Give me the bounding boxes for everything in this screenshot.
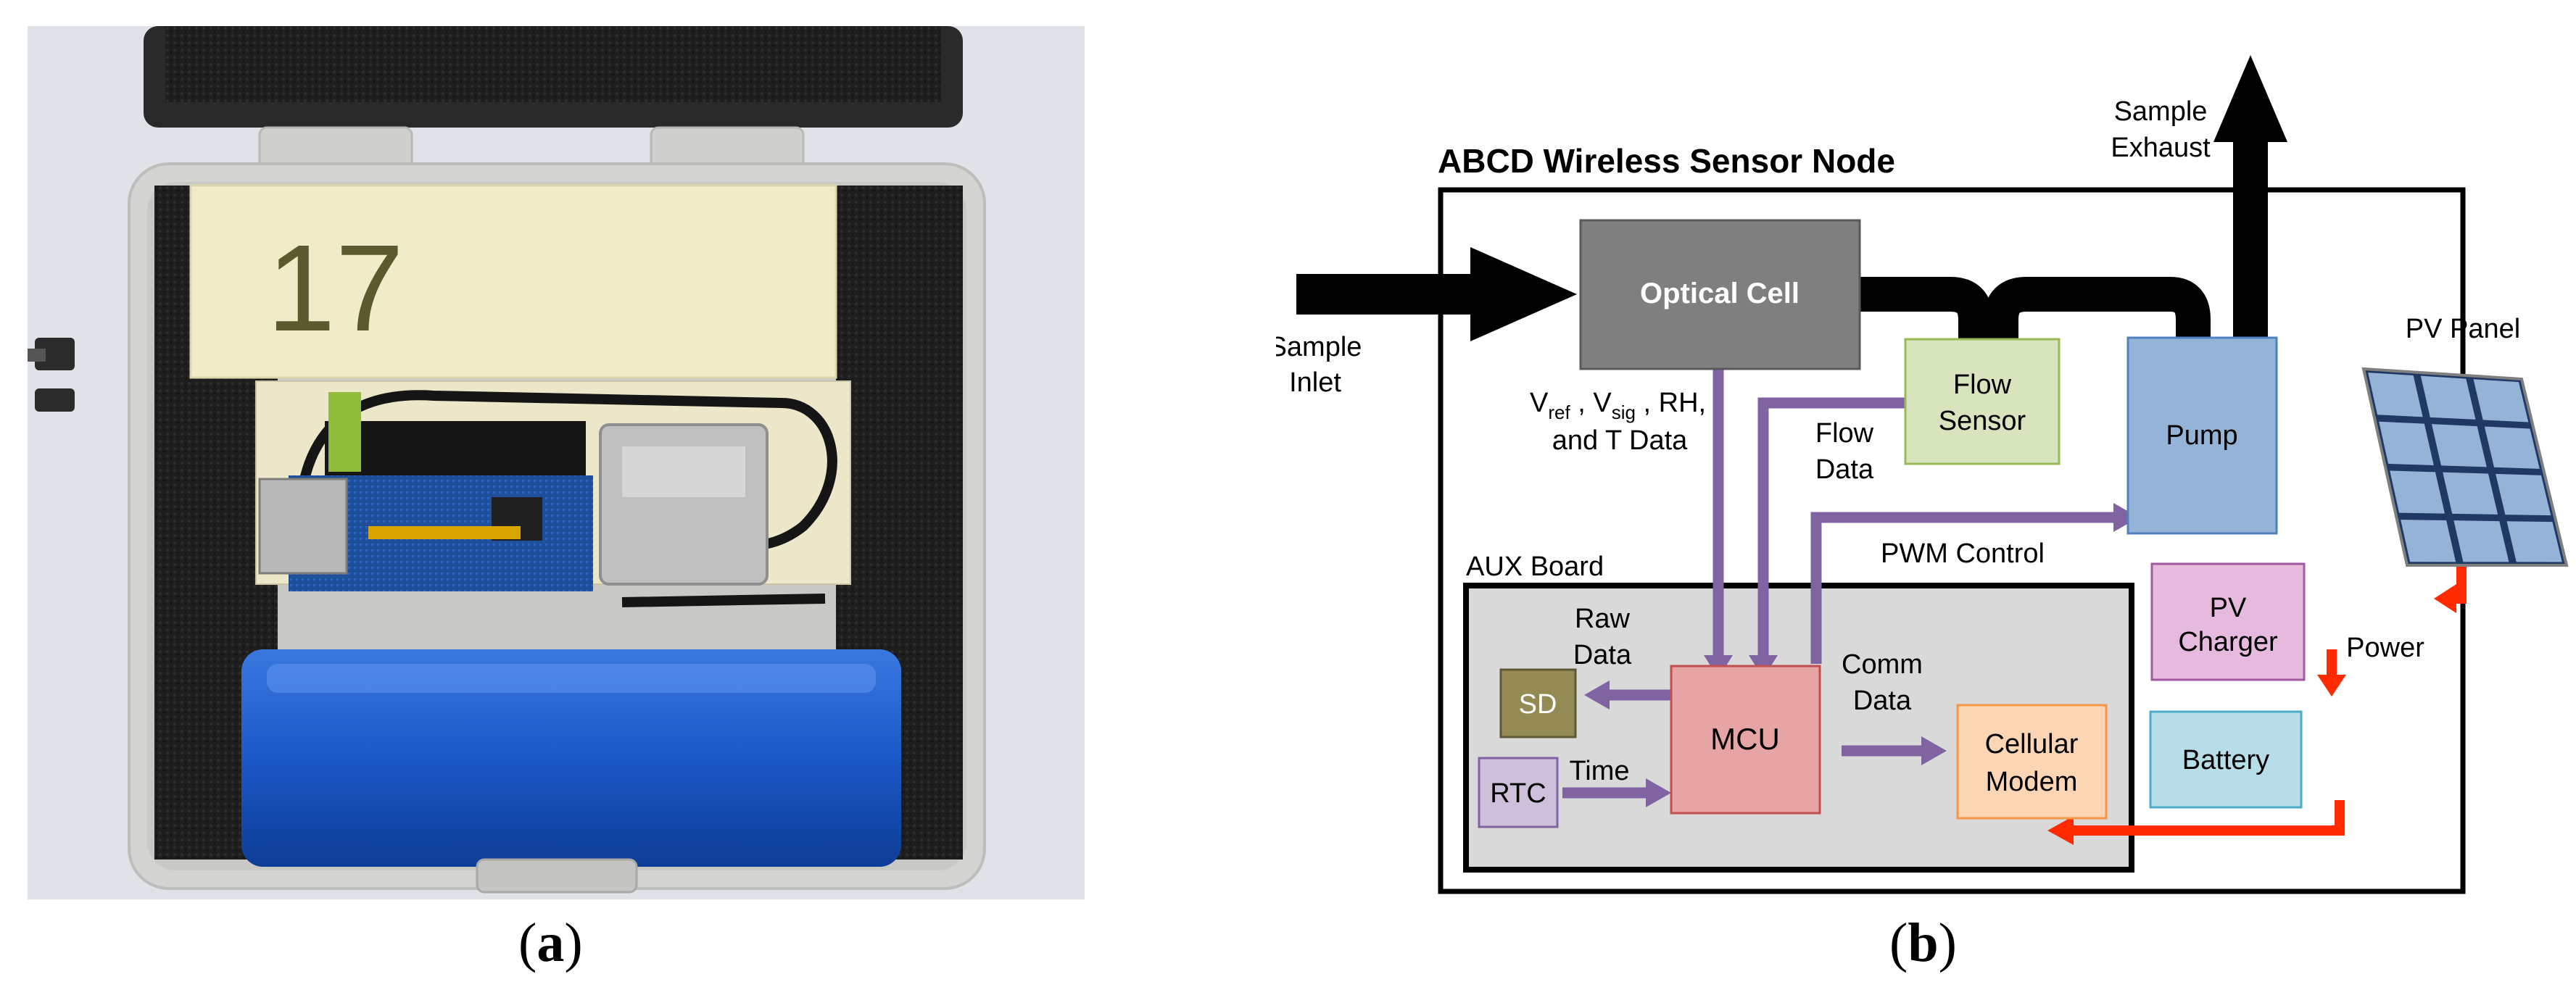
- caption-b: (b): [1889, 912, 1957, 973]
- pv-panel-label: PV Panel: [2406, 314, 2520, 344]
- flow-sensor-block: Flow Sensor: [1904, 338, 2061, 465]
- pump-block: Pump: [2126, 336, 2278, 535]
- mcu-block: MCU: [1670, 665, 1821, 815]
- pv-cell: [2453, 520, 2509, 562]
- foam-block: [189, 184, 837, 379]
- mcu-label: MCU: [1710, 722, 1780, 756]
- pv-cell: [2484, 426, 2540, 469]
- sample-exhaust-label-1: Sample: [2114, 96, 2208, 127]
- exhaust-arrow-head: [2213, 55, 2287, 142]
- pv-charger-block: PV Charger: [2150, 562, 2306, 681]
- sample-inlet-label-2: Inlet: [1289, 367, 1341, 398]
- flow-sensor-label-2: Sensor: [1939, 406, 2026, 436]
- block-diagram: ABCD Wireless Sensor Node AUX Board: [1276, 55, 2569, 894]
- cellular-label-2: Modem: [1986, 767, 2078, 797]
- data-arrows: [1562, 367, 2117, 799]
- exhaust-arrow-shaft: [2233, 128, 2268, 367]
- power-arrows: [2047, 567, 2467, 845]
- pv-cell: [2379, 421, 2434, 466]
- sample-inlet-label-1: Sample: [1276, 332, 1362, 362]
- caption-a: (a): [518, 912, 583, 973]
- node-title: ABCD Wireless Sensor Node: [1438, 142, 1895, 180]
- battery-pack: [241, 649, 901, 867]
- inlet-arrow-head: [1470, 247, 1577, 341]
- sensor-node-photo: 17: [28, 26, 1085, 899]
- time-label: Time: [1569, 756, 1629, 786]
- flow-data-label-1: Flow: [1815, 418, 1874, 449]
- pv-cell: [2506, 521, 2562, 562]
- inlet-arrow-shaft: [1296, 274, 1470, 315]
- pv-cell: [2431, 424, 2487, 467]
- box-number: 17: [267, 220, 404, 357]
- battery-block: Battery: [2149, 710, 2303, 809]
- power-label: Power: [2346, 633, 2424, 663]
- pv-cell: [2390, 470, 2445, 514]
- raw-data-label-2: Data: [1573, 640, 1632, 670]
- battery-label: Battery: [2182, 745, 2269, 775]
- rtc-block: RTC: [1478, 757, 1559, 828]
- aux-board-label: AUX Board: [1466, 552, 1604, 582]
- pv-cell: [2368, 373, 2423, 417]
- cellular-modem-block: Cellular Modem: [1956, 704, 2108, 820]
- optical-data-label-1: Vref , Vsig , RH,: [1530, 388, 1706, 423]
- rtc-label: RTC: [1490, 778, 1546, 809]
- sd-block: SD: [1499, 668, 1577, 738]
- sd-label: SD: [1519, 689, 1557, 720]
- flow-data-label-2: Data: [1815, 454, 1874, 485]
- pv-cell: [2496, 473, 2551, 516]
- comm-data-label-2: Data: [1853, 686, 1912, 716]
- pv-cell: [2473, 379, 2529, 423]
- optical-cell-block: Optical Cell: [1579, 219, 1861, 370]
- raw-data-label-1: Raw: [1575, 604, 1631, 634]
- pv-cell: [2443, 472, 2498, 515]
- flow-sensor-label-1: Flow: [1953, 370, 2012, 400]
- comm-data-label-1: Comm: [1842, 649, 1923, 680]
- optical-data-label-2: and T Data: [1552, 425, 1688, 456]
- cellular-label-1: Cellular: [1985, 729, 2079, 760]
- pv-charger-label-2: Charger: [2178, 627, 2278, 657]
- pv-cell: [2420, 375, 2476, 420]
- airflow-path: [1296, 55, 2287, 367]
- pv-charger-label-1: PV: [2210, 593, 2247, 623]
- pwm-control-label: PWM Control: [1881, 538, 2045, 569]
- pv-cells: [2368, 373, 2562, 562]
- pv-cell: [2401, 520, 2456, 562]
- sample-exhaust-label-2: Exhaust: [2111, 133, 2211, 163]
- optical-cell-label: Optical Cell: [1640, 278, 1800, 309]
- pump-label: Pump: [2166, 420, 2237, 451]
